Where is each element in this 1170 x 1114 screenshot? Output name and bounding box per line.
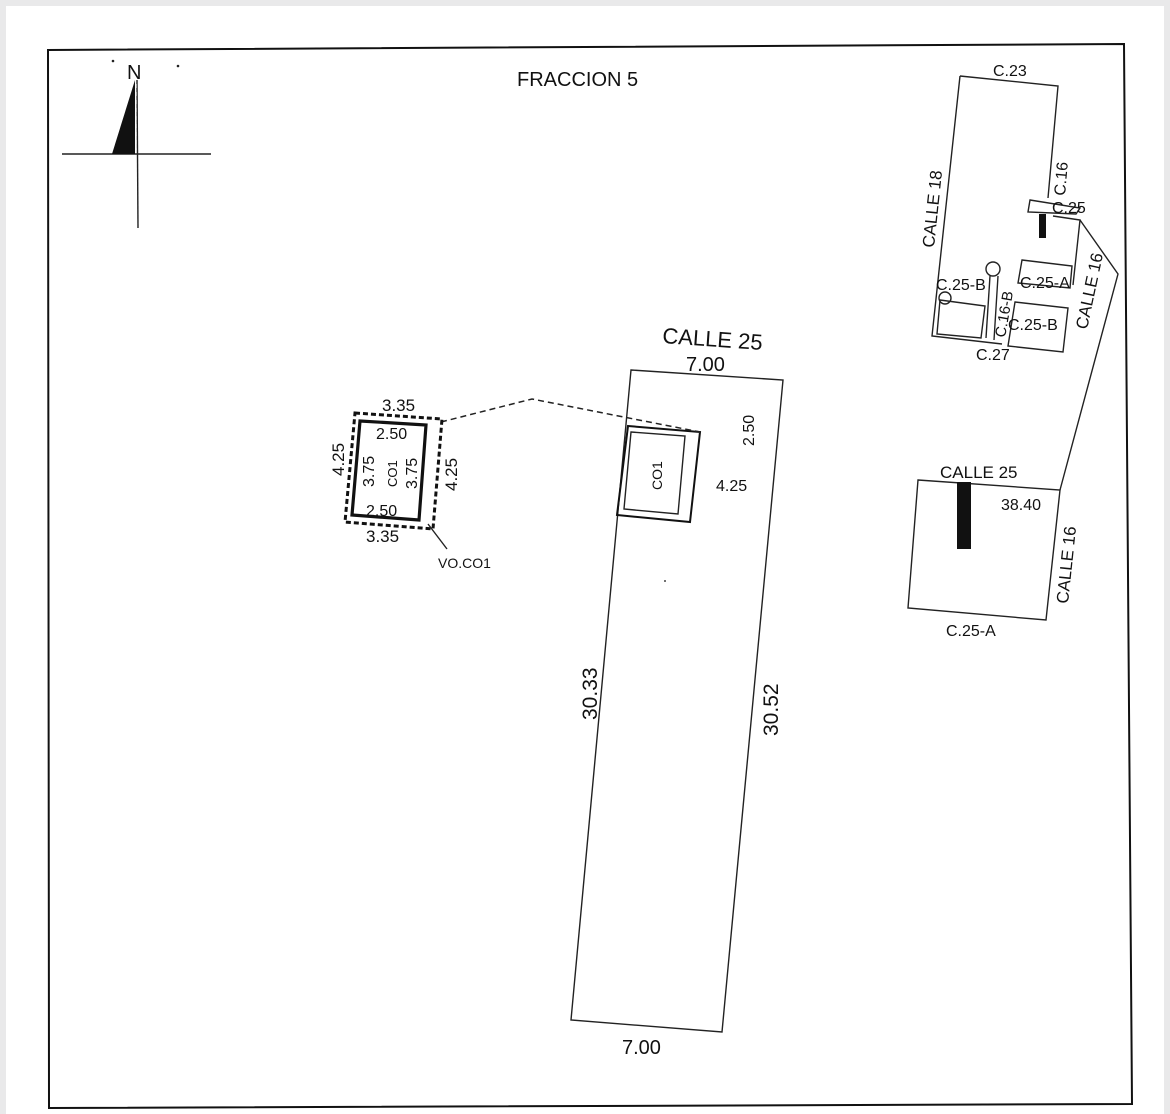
co1-unit-label: CO1 xyxy=(649,461,665,490)
detail-inner-left: 3.75 xyxy=(361,456,378,487)
plan-title: FRACCION 5 xyxy=(517,69,638,91)
detail-outer-left: 4.25 xyxy=(329,443,348,476)
block-label-calle16: CALLE 16 xyxy=(1053,525,1080,604)
block-outline xyxy=(907,479,1061,621)
main-lot-right-length: 30.52 xyxy=(760,683,783,736)
north-arrow-icon xyxy=(62,59,211,229)
detail-inner-bottom: 2.50 xyxy=(366,503,397,520)
main-lot-offset-side: 4.25 xyxy=(716,478,747,495)
main-lot-top-width: 7.00 xyxy=(686,354,725,376)
co1-unit-inner xyxy=(623,431,686,515)
map-label-c25b-left: C.25-B xyxy=(936,277,986,294)
main-lot-outline xyxy=(570,369,784,1033)
map-label-c27: C.27 xyxy=(976,347,1010,364)
callout-leader xyxy=(427,523,448,550)
main-lot-left-length: 30.33 xyxy=(579,667,602,720)
detail-callout: VO.CO1 xyxy=(438,555,491,571)
map-label-c16: C.16 xyxy=(1052,161,1072,196)
drawing-frame xyxy=(46,42,1134,1110)
block-label-c25a: C.25-A xyxy=(946,623,996,640)
site-plan-drawing: N FRACCION 5 CALLE 25 7.00 7.00 30.33 30… xyxy=(46,42,1134,1110)
location-map xyxy=(931,75,1119,491)
main-lot-offset-top: 2.50 xyxy=(741,415,758,446)
main-lot-bottom-width: 7.00 xyxy=(622,1037,661,1059)
detail-outer-dashed xyxy=(343,411,444,531)
detail-inner-box xyxy=(350,419,428,522)
detail-inner-top: 2.50 xyxy=(376,426,407,443)
map-label-c25: C.25 xyxy=(1052,200,1086,217)
block-label-calle25: CALLE 25 xyxy=(940,463,1018,482)
detail-outer-right: 4.25 xyxy=(442,458,461,491)
plan-sheet: N FRACCION 5 CALLE 25 7.00 7.00 30.33 30… xyxy=(6,6,1164,1114)
detail-unit-label: CO1 xyxy=(385,460,400,487)
detail-leader-line xyxy=(440,398,701,433)
block-label-length: 38.40 xyxy=(1001,497,1041,514)
detail-outer-bottom: 3.35 xyxy=(366,527,399,546)
co1-unit-outer xyxy=(615,424,702,524)
north-label: N xyxy=(127,62,141,84)
main-lot-street-label: CALLE 25 xyxy=(662,323,764,355)
map-label-c25b-right: C.25-B xyxy=(1008,317,1058,334)
map-label-c23: C.23 xyxy=(993,63,1027,80)
detail-inner-right: 3.75 xyxy=(404,458,421,489)
map-label-c25a: C.25-A xyxy=(1020,275,1070,292)
map-label-calle16-top: CALLE 16 xyxy=(1072,251,1107,331)
block-unit-mark xyxy=(957,482,971,549)
detail-outer-top: 3.35 xyxy=(382,396,415,415)
